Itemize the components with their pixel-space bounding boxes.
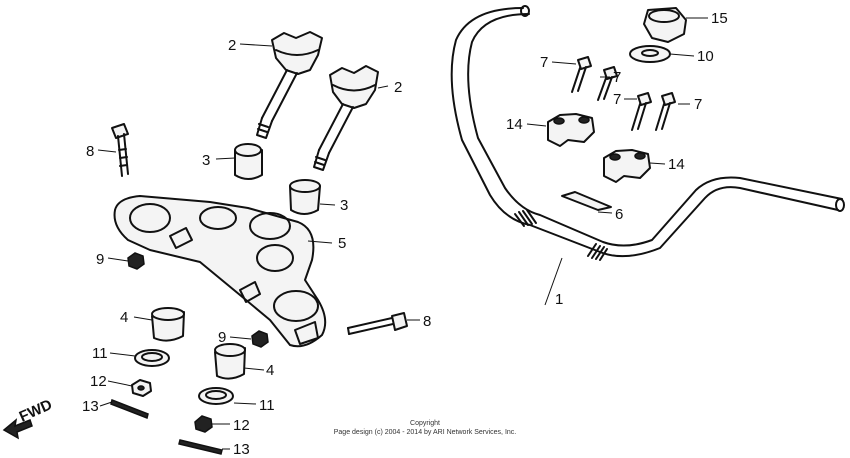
leader-lines (97, 17, 708, 450)
nut-12-right[interactable] (194, 415, 213, 433)
holder-cap-14-upper[interactable] (547, 113, 595, 147)
bolt-7-a[interactable] (571, 56, 592, 93)
washer-10[interactable] (629, 45, 671, 63)
rubber-bushing-left[interactable] (234, 143, 263, 180)
callout-2-left: 2 (228, 37, 236, 54)
bolt-8-upper[interactable] (111, 123, 129, 177)
callout-7-c: 7 (613, 91, 621, 108)
knurl-right (587, 243, 608, 261)
callout-8-upper: 8 (86, 143, 94, 160)
cap-15[interactable] (643, 7, 687, 43)
washer-11-left[interactable] (134, 349, 170, 367)
callout-9-right: 9 (218, 329, 226, 346)
callout-2-right: 2 (394, 79, 402, 96)
callout-4-left: 4 (120, 309, 128, 326)
knurl-left (514, 209, 537, 227)
callout-9-left: 9 (96, 251, 104, 268)
bolt-7-d[interactable] (655, 92, 676, 131)
bolt-7-b[interactable] (597, 66, 618, 101)
upper-holder-left[interactable] (256, 31, 323, 139)
holder-cap-14-lower[interactable] (603, 149, 651, 183)
callout-13-left: 13 (82, 398, 99, 415)
callout-7-a: 7 (540, 54, 548, 71)
callout-10: 10 (697, 48, 714, 65)
callout-1: 1 (555, 291, 563, 308)
copyright-title: Copyright (410, 420, 440, 427)
callout-12-right: 12 (233, 417, 250, 434)
callout-3-right: 3 (340, 197, 348, 214)
handlebar-part[interactable] (450, 5, 845, 261)
rubber-bushing-right[interactable] (289, 179, 321, 215)
fwd-arrow: FWD (2, 396, 55, 440)
washer-11-right[interactable] (198, 387, 234, 405)
copyright-notice: Page design (c) 2004 - 2014 by ARI Netwo… (333, 429, 517, 436)
nut-9-right[interactable] (251, 330, 269, 348)
nut-12-left[interactable] (131, 379, 152, 397)
fwd-label: FWD (17, 396, 55, 425)
callout-7-b: 7 (613, 69, 621, 86)
callouts: 1 2 2 3 3 4 4 5 6 7 7 7 7 8 8 9 9 10 11 … (82, 10, 728, 458)
cotter-pin-right[interactable] (178, 439, 223, 455)
nut-9-left[interactable] (127, 252, 145, 270)
upper-holder-right[interactable] (313, 65, 379, 171)
callout-5: 5 (338, 235, 346, 252)
callout-4-right: 4 (266, 362, 274, 379)
callout-14-lower: 14 (668, 156, 685, 173)
bolt-8-lower[interactable] (347, 312, 408, 335)
callout-7-d: 7 (694, 96, 702, 113)
handlebar-label-sticker[interactable] (561, 191, 612, 211)
callout-11-right: 11 (259, 397, 275, 414)
callout-8-lower: 8 (423, 313, 431, 330)
callout-14-upper: 14 (506, 116, 523, 133)
callout-6: 6 (615, 206, 623, 223)
callout-13-right: 13 (233, 441, 250, 458)
callout-12-left: 12 (90, 373, 107, 390)
callout-3-left: 3 (202, 152, 210, 169)
cotter-pin-left[interactable] (110, 398, 149, 420)
top-bridge[interactable] (113, 195, 327, 348)
bolt-7-c[interactable] (631, 92, 652, 131)
lower-bushing-left[interactable] (151, 307, 185, 342)
callout-11-left: 11 (92, 345, 108, 362)
lower-bushing-right[interactable] (214, 343, 246, 380)
callout-15: 15 (711, 10, 728, 27)
